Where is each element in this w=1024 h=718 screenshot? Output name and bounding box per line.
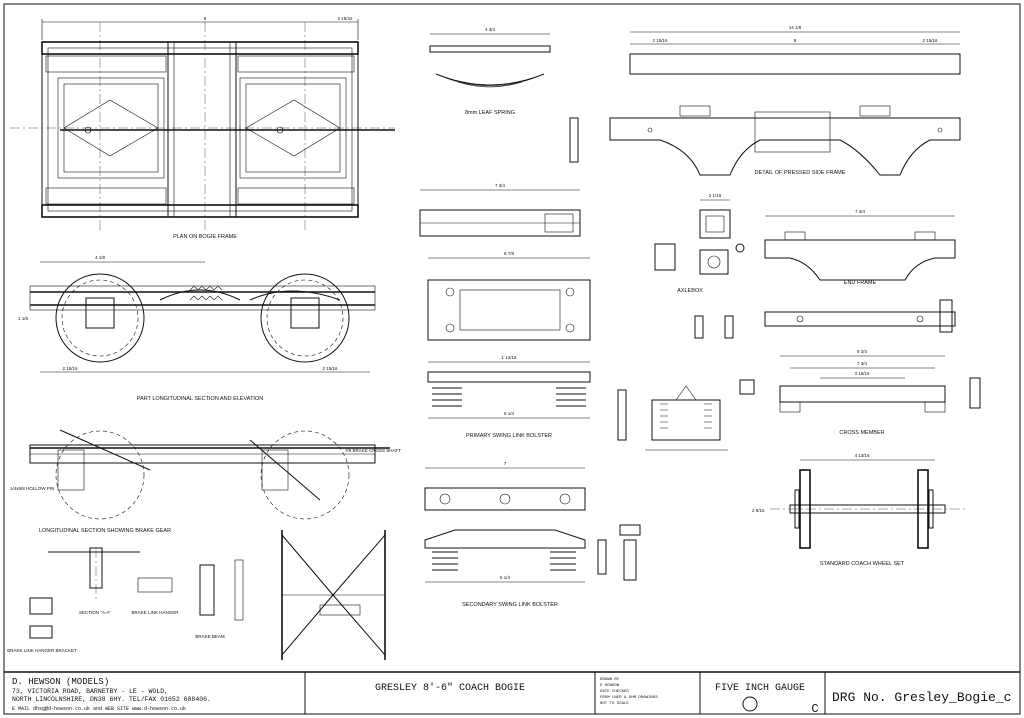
cross-top-dim: 8 3/4 (857, 349, 868, 354)
side-frame-detail: 14 1/8 2 15/16 8 2 15/16 DETAIL OF PRESS… (609, 25, 961, 176)
end-frame-top-dim: 7 3/4 (855, 209, 866, 214)
end-frame: 7 3/4 END FRAME (764, 209, 956, 333)
brake-gear-view: 7/8 BRAKE CROSS SHAFT 1/4x5/8 HOLLOW PIN… (10, 429, 401, 534)
drawn-by-name: D HEWSON (600, 684, 620, 688)
projection-symbol (742, 696, 758, 712)
brake-bracket-label: BRAKE LINK HANGER BRACKET (7, 648, 77, 653)
primary-bolster-label: PRIMARY SWING LINK BOLSTER (466, 433, 552, 439)
axlebox-top-dim: 2 1/16 (709, 193, 722, 198)
contact-email: E MAIL dhsg@d-hewson.co.uk and WEB SITE … (12, 706, 186, 712)
side-frame-total-dim: 14 1/8 (789, 25, 802, 30)
primary-bolster: 7 3/4 6 7/8 1 13/16 6 1/4 PRIMARY SWING … (419, 183, 591, 439)
wheel-set: 4 13/16 2 9/16 STANDARD COACH WHEEL SET (752, 453, 965, 567)
section-aa-label: SECTION "A-A" (79, 610, 111, 615)
wheel-side-dim: 2 9/16 (752, 508, 765, 513)
brake-hanger-label: BRAKE LINK HANGER (131, 610, 179, 615)
cross-member: 8 3/4 7 3/4 3 15/16 CROSS MEMBER (779, 349, 981, 436)
cross-member-label: CROSS MEMBER (839, 430, 884, 436)
secondary-top-dim: 7 (504, 461, 507, 466)
address-line-2: NORTH LINCOLNSHIRE, DN38 6HY. TEL/FAX 01… (12, 696, 211, 703)
primary-bottom-dim: 6 1/4 (504, 411, 515, 416)
primary-top-dim: 6 7/8 (504, 251, 515, 256)
source-note: FROM LNER & DHM DRAWINGS (600, 696, 658, 700)
leaf-spring-label: 8mm LEAF SPRING (465, 110, 515, 116)
swing-link-detail (617, 379, 755, 451)
side-frame-right-dim: 2 15/16 (922, 38, 938, 43)
address-line-1: 73, VICTORIA ROAD, BARNETBY - LE - WOLD, (12, 688, 168, 695)
drawn-by-label: DRAWN BY (600, 678, 620, 682)
plan-view: 8 2 15/32 PLAN ON BOGIE FRAME (10, 16, 395, 240)
primary-sub-dim: 1 13/16 (501, 355, 517, 360)
spring-top-dim: 4 3/4 (485, 27, 496, 32)
elev-top-dim: 4 1/8 (95, 255, 106, 260)
axlebox-label: AXLEBOX (677, 288, 703, 294)
side-frame-mid-dim: 8 (794, 38, 797, 43)
elev-bottom-left-dim: 2 15/16 (62, 366, 78, 371)
secondary-bolster-label: SECONDARY SWING LINK BOLSTER (462, 602, 558, 608)
secondary-bottom-dim: 5 1/4 (500, 575, 511, 580)
gauge-label: FIVE INCH GAUGE (715, 683, 805, 694)
elevation-label: PART LONGITUDINAL SECTION AND ELEVATION (137, 396, 263, 402)
end-frame-label: END FRAME (844, 280, 877, 286)
drawing-number: DRG No. Gresley_Bogie_c (832, 690, 1011, 705)
brake-cross-shaft-note: 7/8 BRAKE CROSS SHAFT (345, 448, 401, 453)
hollow-pin-note: 1/4x5/8 HOLLOW PIN (10, 486, 54, 491)
company-name: D. HEWSON (MODELS) (12, 677, 109, 687)
side-frame-left-dim: 2 15/16 (652, 38, 668, 43)
brake-beam-label: BRAKE BEAM (195, 634, 225, 639)
cross-inner-dim: 3 15/16 (854, 371, 870, 376)
brake-details: SECTION "A-A" BRAKE LINK HANGER BRACKET … (7, 530, 386, 660)
date-checked: DATE CHECKED (600, 690, 629, 694)
scale-note: NOT TO SCALE (600, 702, 629, 706)
elevation-view: 4 1/8 2 15/16 2 15/16 1 1/8 PART LONGITU… (18, 255, 376, 402)
title-block: D. HEWSON (MODELS) 73, VICTORIA ROAD, BA… (4, 671, 1020, 716)
plan-right-dim: 2 15/32 (337, 16, 353, 21)
elev-side-dim: 1 1/8 (18, 316, 29, 321)
wheel-set-label: STANDARD COACH WHEEL SET (820, 561, 905, 567)
leaf-spring: 4 3/4 8mm LEAF SPRING (429, 27, 579, 163)
secondary-bolster: 7 5 1/4 SECONDARY SWING LINK BOLSTER (424, 461, 641, 608)
svg-text:C: C (811, 702, 818, 716)
plan-width-dim: 8 (204, 16, 207, 21)
bolster-top-dim: 7 3/4 (495, 183, 506, 188)
elev-bottom-right-dim: 2 15/16 (322, 366, 338, 371)
drawing-title: GRESLEY 8'-6" COACH BOGIE (375, 682, 525, 694)
brake-gear-label: LONGITUDINAL SECTION SHOWING BRAKE GEAR (39, 528, 171, 534)
axlebox-detail: 2 1/16 AXLEBOX (654, 193, 745, 339)
sheet-border (3, 3, 1021, 715)
side-frame-label: DETAIL OF PRESSED SIDE FRAME (755, 170, 846, 176)
plan-view-label: PLAN ON BOGIE FRAME (173, 234, 237, 240)
cross-sub-dim: 7 3/4 (857, 361, 868, 366)
wheel-top-dim: 4 13/16 (854, 453, 870, 458)
